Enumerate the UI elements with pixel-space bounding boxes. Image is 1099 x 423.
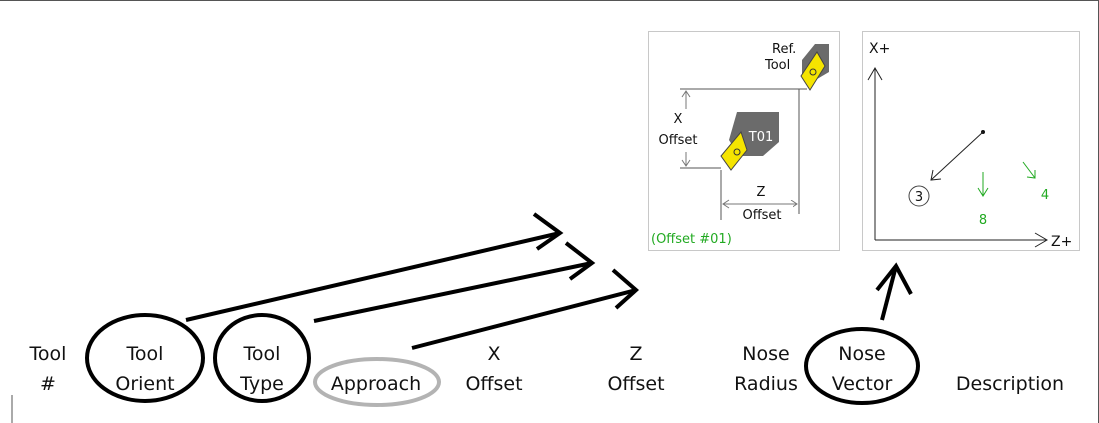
z-axis-label: Z+ <box>1051 234 1072 250</box>
col-description-line2: Description <box>955 373 1065 395</box>
ref-tool-label: Ref. <box>772 42 796 57</box>
col-nose-vector-line1: Nose <box>838 343 886 365</box>
col-approach-line1 <box>312 342 440 366</box>
x-axis-label: X+ <box>869 41 890 57</box>
col-tool-number-line1: Tool <box>29 343 67 365</box>
col-x-offset: X Offset <box>452 342 536 396</box>
z-offset-dim-label: Z <box>757 185 766 200</box>
selected-vector-circle <box>908 185 930 207</box>
nose-vector-panel: X+ Z+ 3 8 4 <box>862 31 1080 251</box>
col-x-offset-line2: Offset <box>465 373 523 395</box>
col-tool-number: Tool # <box>14 342 82 396</box>
col-x-offset-line1: X <box>487 343 501 365</box>
col-description-line1 <box>940 342 1080 366</box>
x-offset-dim-label-2: Offset <box>658 133 697 148</box>
selected-vector-label: 3 <box>915 190 923 205</box>
col-nose-vector: Nose Vector <box>814 342 910 396</box>
col-tool-type-line2: Type <box>240 373 284 395</box>
col-nose-radius: Nose Radius <box>724 342 808 396</box>
tool-number-label: T01 <box>748 130 773 145</box>
offset-number-label: (Offset #01) <box>651 232 732 247</box>
col-z-offset-line2: Offset <box>607 373 665 395</box>
nose-vector-diagram: X+ Z+ 3 8 4 <box>867 41 1072 250</box>
col-tool-orient-line1: Tool <box>126 343 164 365</box>
offset-diagram: Ref. Tool X Offset T01 Z Offset (Offset … <box>651 42 829 247</box>
col-approach-line2: Approach <box>330 373 422 395</box>
col-nose-radius-line2: Radius <box>734 373 798 395</box>
col-tool-orient: Tool Orient <box>95 342 195 396</box>
col-z-offset-line1: Z <box>629 343 643 365</box>
ref-tool-label-2: Tool <box>764 58 790 73</box>
col-tool-type-line1: Tool <box>243 343 281 365</box>
z-offset-dim-label-2: Offset <box>742 208 781 223</box>
col-z-offset: Z Offset <box>594 342 678 396</box>
vector-4-label: 4 <box>1041 188 1049 203</box>
col-nose-radius-line1: Nose <box>742 343 790 365</box>
vector-8-label: 8 <box>979 213 987 228</box>
col-tool-type: Tool Type <box>222 342 302 396</box>
col-tool-number-line2: # <box>40 373 56 395</box>
x-offset-dim-label: X <box>674 112 683 127</box>
offset-diagram-panel: Ref. Tool X Offset T01 Z Offset (Offset … <box>648 31 840 251</box>
col-description: Description <box>940 342 1080 396</box>
col-tool-orient-line2: Orient <box>115 373 175 395</box>
col-nose-vector-line2: Vector <box>831 373 893 395</box>
col-approach: Approach <box>312 342 440 396</box>
ref-tool-insert-icon <box>800 51 826 91</box>
